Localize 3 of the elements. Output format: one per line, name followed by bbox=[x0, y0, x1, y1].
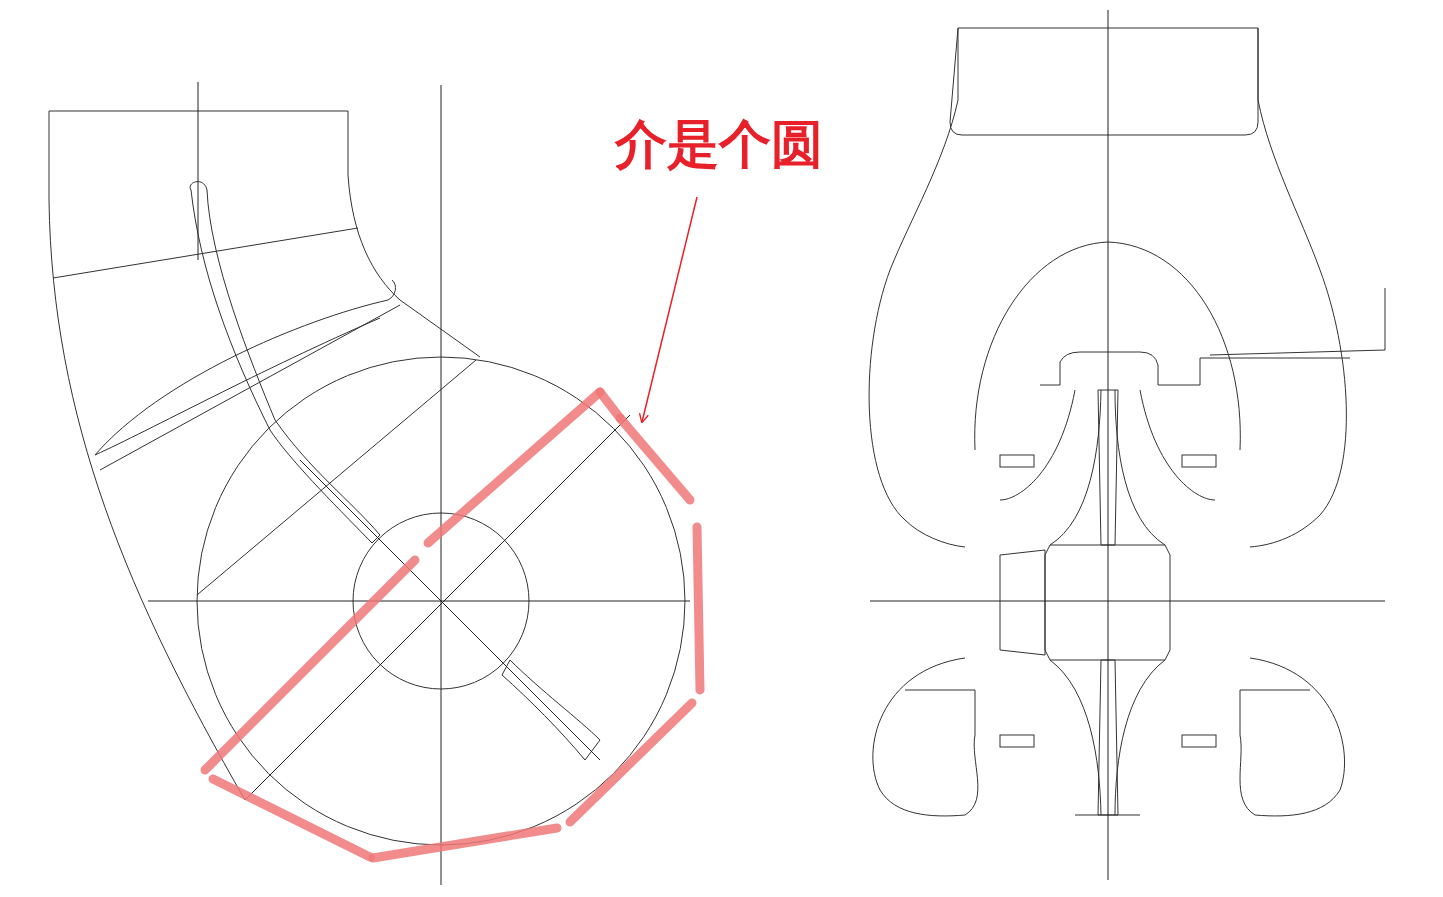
leader-line bbox=[638, 196, 698, 424]
annotation-text: 介是个圆 bbox=[615, 118, 823, 170]
highlight-outline bbox=[200, 387, 705, 863]
